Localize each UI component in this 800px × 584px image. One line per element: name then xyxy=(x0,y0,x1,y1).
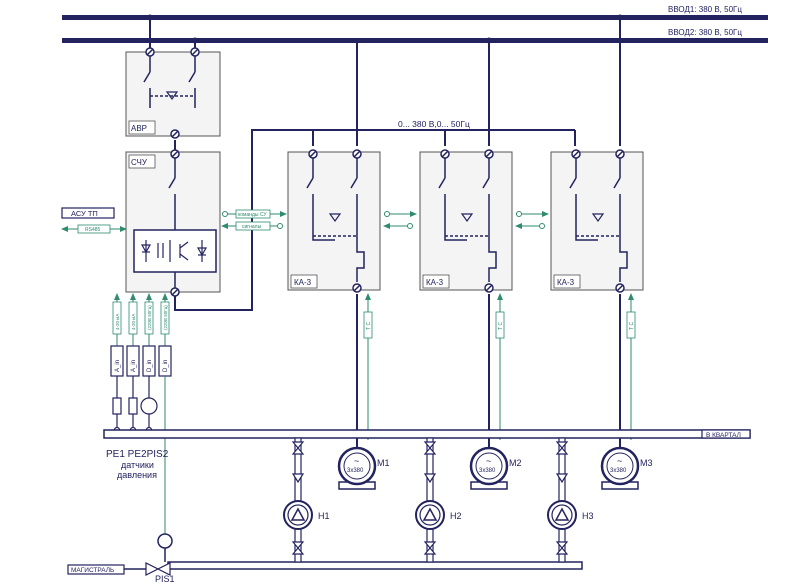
valve-icon xyxy=(423,541,437,555)
sensor-inputs: 4-20 мАA_in4-20 мАA_in(220В 50Гц)D_in(22… xyxy=(110,293,172,534)
signal-range-label: (220В 50Гц) xyxy=(163,305,168,330)
rs485-label: RS485 xyxy=(85,227,101,233)
signal-range-label: (220В 50Гц) xyxy=(147,305,152,330)
feedback-label: Т С xyxy=(629,322,635,330)
ka-link-signals xyxy=(383,211,549,229)
input-channel: 4-20 мА A_in xyxy=(110,293,124,377)
input-type-label: D_in xyxy=(147,360,153,372)
input-channel: (220В 50Гц) D_in xyxy=(142,293,156,377)
main-pipe: МАГИСТРАЛЬ PIS1 xyxy=(67,533,583,584)
pump-label: Н3 xyxy=(582,511,594,521)
input-channel: (220В 50Гц) D_in xyxy=(158,293,172,377)
valve-icon xyxy=(555,441,569,455)
ka-blocks: КА-3 Т С КА-3 Т С КА-3 Т С xyxy=(287,149,644,440)
check-valve-icon xyxy=(291,473,305,484)
check-valve-icon xyxy=(555,473,569,484)
ka-label: КА-3 xyxy=(426,278,444,287)
feedback-label: Т С xyxy=(498,322,504,330)
pis1-gauge xyxy=(157,533,173,549)
frequency-line-label: 0... 380 В,0... 50Гц xyxy=(398,119,470,129)
avr-block: АВР xyxy=(125,47,221,139)
motor-symbol: ~ xyxy=(617,456,622,466)
pressure-transmitter-icon xyxy=(112,397,122,415)
motor-label: М3 xyxy=(640,458,653,468)
pump-label: Н2 xyxy=(450,511,462,521)
check-valve-icon xyxy=(423,473,437,484)
valve-icon xyxy=(555,541,569,555)
valve-icon xyxy=(291,441,305,455)
pump-label: Н1 xyxy=(318,511,330,521)
valve-icon xyxy=(423,441,437,455)
power-bus-1: ВВОД1: 380 В, 50Гц xyxy=(62,5,768,20)
valve-icon xyxy=(291,541,305,555)
pressure-transmitter-icon xyxy=(128,397,138,415)
pis2-gauge xyxy=(140,397,158,415)
commands-label: команды СУ xyxy=(238,212,267,218)
ka-feedback-signal: Т С xyxy=(363,293,373,440)
pump-unit: Н1 ~3x380 М1 xyxy=(283,437,390,563)
sensor-caption-1: датчики xyxy=(121,460,154,470)
ka-feedback-signal: Т С xyxy=(495,293,505,440)
input-channel: 4-20 мА A_in xyxy=(126,293,140,377)
input-type-label: D_in xyxy=(163,360,169,372)
signal-range-label: 4-20 мА xyxy=(131,314,136,330)
motor-symbol: ~ xyxy=(486,456,491,466)
signal-range-label: 4-20 мА xyxy=(115,314,120,330)
motor-symbol: ~ xyxy=(354,456,359,466)
sch-label: СЧУ xyxy=(131,158,148,167)
sensor-caption-2: давления xyxy=(117,470,157,480)
bus-1-label: ВВОД1: 380 В, 50Гц xyxy=(668,5,742,14)
asu-label: АСУ ТП xyxy=(71,209,98,218)
pump-unit: Н3 ~3x380 М3 xyxy=(547,437,653,563)
pump-unit: Н2 ~3x380 М2 xyxy=(415,437,522,563)
motor-rating: 3x380 xyxy=(610,468,627,474)
converter-symbol xyxy=(140,240,208,262)
ka-block: КА-3 Т С xyxy=(287,149,381,440)
sensor-names: PE1 PE2PIS2 xyxy=(106,449,169,460)
motor-label: М2 xyxy=(509,458,522,468)
main-pipe-label: МАГИСТРАЛЬ xyxy=(71,567,114,574)
avr-label: АВР xyxy=(131,124,147,133)
pis1-label: PIS1 xyxy=(155,574,175,584)
asu-tp-interface: АСУ ТП RS485 xyxy=(61,207,127,234)
motor-rating: 3x380 xyxy=(479,468,496,474)
input-type-label: A_in xyxy=(115,360,121,372)
bus-2-label: ВВОД2: 380 В, 50Гц xyxy=(668,28,742,37)
motor-label: М1 xyxy=(377,458,390,468)
sch-control-signals: команды СУ сигналы xyxy=(221,209,287,231)
power-bus-2: ВВОД2: 380 В, 50Гц xyxy=(62,28,768,43)
sch-block: СЧУ xyxy=(125,149,221,297)
ka-label: КА-3 xyxy=(294,278,312,287)
ka-block: КА-3 Т С xyxy=(419,149,513,440)
input-type-label: A_in xyxy=(131,360,137,372)
ka-label: КА-3 xyxy=(557,278,575,287)
district-pipe-label: В КВАРТАЛ xyxy=(706,432,741,439)
feedback-label: Т С xyxy=(366,322,372,330)
power-wiring xyxy=(149,18,621,448)
motor-rating: 3x380 xyxy=(347,468,364,474)
signals-label: сигналы xyxy=(242,224,262,230)
ka-feedback-signal: Т С xyxy=(626,293,636,440)
ka-block: КА-3 Т С xyxy=(550,149,644,440)
